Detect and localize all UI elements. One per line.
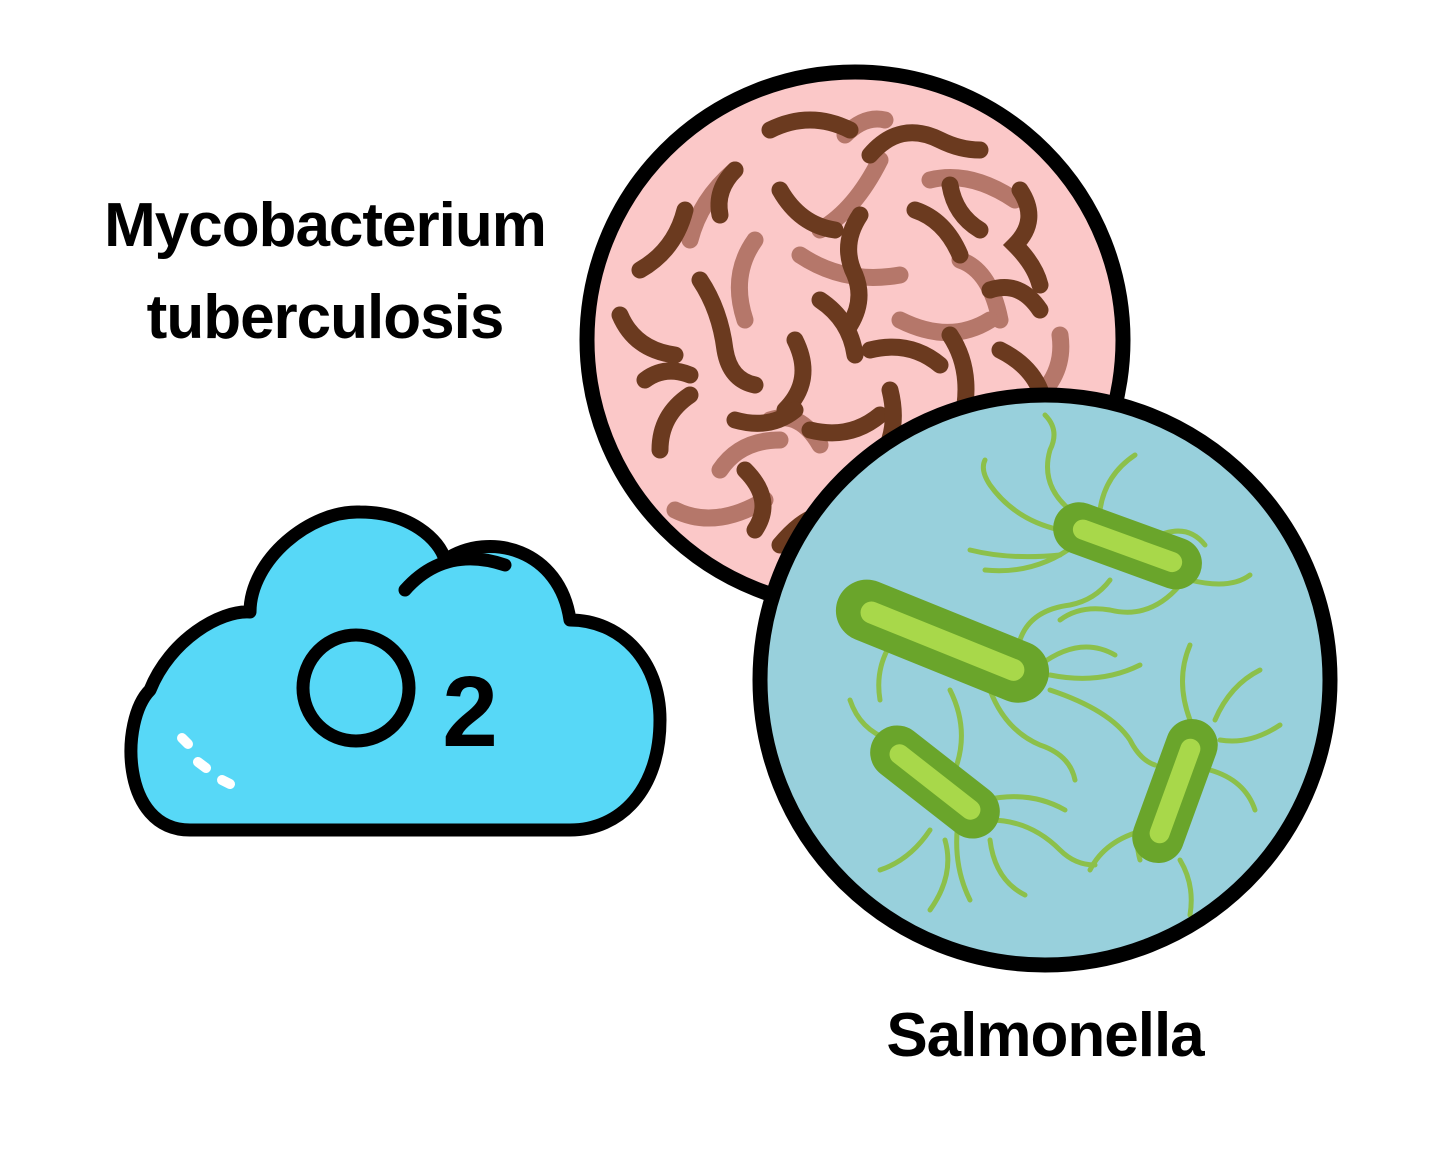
cloud-highlight [177,733,235,789]
mycobacterium-label-line2: tuberculosis [146,283,505,352]
mycobacterium-label-line1: Mycobacterium [104,191,547,260]
mycobacterium-rods [611,110,1070,554]
salmonella-bacteria [835,412,1283,918]
salmonella-rod-1 [1053,502,1202,590]
salmonella-circle [752,387,1338,973]
salmonella-flagella [847,412,1283,918]
mycobacterium-label: Mycobacterium tuberculosis [60,180,590,364]
salmonella-rod-2 [835,579,1050,703]
salmonella-rod-4 [1132,718,1218,864]
salmonella-label: Salmonella [886,1001,1204,1070]
oxygen-letter-o [296,628,416,748]
oxygen-subscript: 2 [442,656,498,768]
salmonella-rod-3 [870,725,1000,839]
oxygen-cloud-icon: 2 [124,505,667,837]
